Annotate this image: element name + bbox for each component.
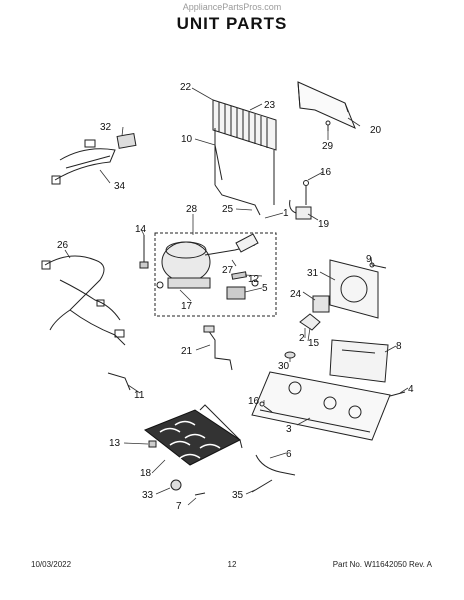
callout-21: 21 — [181, 346, 193, 357]
callout-15: 15 — [308, 338, 320, 349]
callout-24: 24 — [290, 289, 302, 300]
main-wire-harness — [41, 255, 126, 346]
condenser-cover — [297, 81, 356, 129]
callout-2: 2 — [299, 333, 305, 344]
machine-compartment-base — [251, 371, 391, 441]
control-bracket — [329, 339, 389, 383]
callout-27: 27 — [222, 265, 234, 276]
valve-assembly — [289, 180, 312, 220]
base-screw — [389, 391, 406, 397]
condenser-coil — [212, 99, 277, 216]
heater-tube — [199, 404, 243, 449]
drain-clip — [170, 479, 182, 491]
lead-wire — [107, 372, 131, 391]
callout-26: 26 — [57, 240, 69, 251]
callout-28: 28 — [186, 204, 198, 215]
callout-5: 5 — [262, 283, 268, 294]
callout-17: 17 — [181, 301, 193, 312]
callout-29: 29 — [322, 141, 334, 152]
callout-22: 22 — [180, 82, 192, 93]
compressor-assembly — [139, 232, 277, 317]
callout-13: 13 — [109, 438, 121, 449]
leader-lines — [64, 87, 409, 506]
callout-3: 3 — [286, 424, 292, 435]
callout-9: 9 — [366, 254, 372, 265]
callout-33: 33 — [142, 490, 154, 501]
callouts: 1 2 3 4 5 6 7 8 9 10 11 12 13 14 15 16 1… — [57, 82, 414, 512]
filter-drier — [231, 271, 247, 280]
page-title: UNIT PARTS — [176, 14, 288, 33]
callout-18: 18 — [140, 468, 152, 479]
callout-14: 14 — [135, 224, 147, 235]
callout-35: 35 — [232, 490, 244, 501]
drain-hose — [255, 454, 296, 476]
watermark: AppliancePartsPros.com — [182, 2, 282, 12]
callout-20: 20 — [370, 125, 382, 136]
callout-25: 25 — [222, 204, 234, 215]
footer-part-number: Part No. W11642050 Rev. A — [332, 560, 432, 569]
callout-6: 6 — [286, 449, 292, 460]
callout-16-top: 16 — [320, 167, 332, 178]
grommet — [284, 351, 296, 359]
callout-30: 30 — [278, 361, 290, 372]
callout-10: 10 — [181, 134, 193, 145]
callout-1: 1 — [283, 208, 289, 219]
callout-32: 32 — [100, 122, 112, 133]
mounting-bracket — [116, 132, 137, 149]
callout-19: 19 — [318, 219, 330, 230]
pan-screw — [194, 492, 206, 496]
callout-11: 11 — [134, 390, 145, 401]
callout-31: 31 — [307, 268, 319, 279]
callout-34: 34 — [114, 181, 126, 192]
callout-8: 8 — [396, 341, 402, 352]
callout-7: 7 — [176, 501, 182, 512]
shroud-screw — [369, 262, 387, 269]
callout-23: 23 — [264, 100, 276, 111]
callout-12: 12 — [248, 274, 260, 285]
callout-16-lower: 16 — [248, 396, 260, 407]
drain-tube — [203, 325, 233, 371]
drain-pan — [144, 409, 241, 466]
drain-plug — [148, 440, 157, 448]
footer-date: 10/03/2022 — [31, 560, 72, 569]
wire-harness-small — [51, 139, 116, 185]
drain-tube-short — [251, 479, 273, 493]
screw — [325, 120, 331, 131]
footer-page-number: 12 — [227, 560, 237, 569]
fan-assembly — [299, 259, 379, 331]
capillary-line — [214, 144, 223, 181]
callout-4: 4 — [408, 384, 414, 395]
